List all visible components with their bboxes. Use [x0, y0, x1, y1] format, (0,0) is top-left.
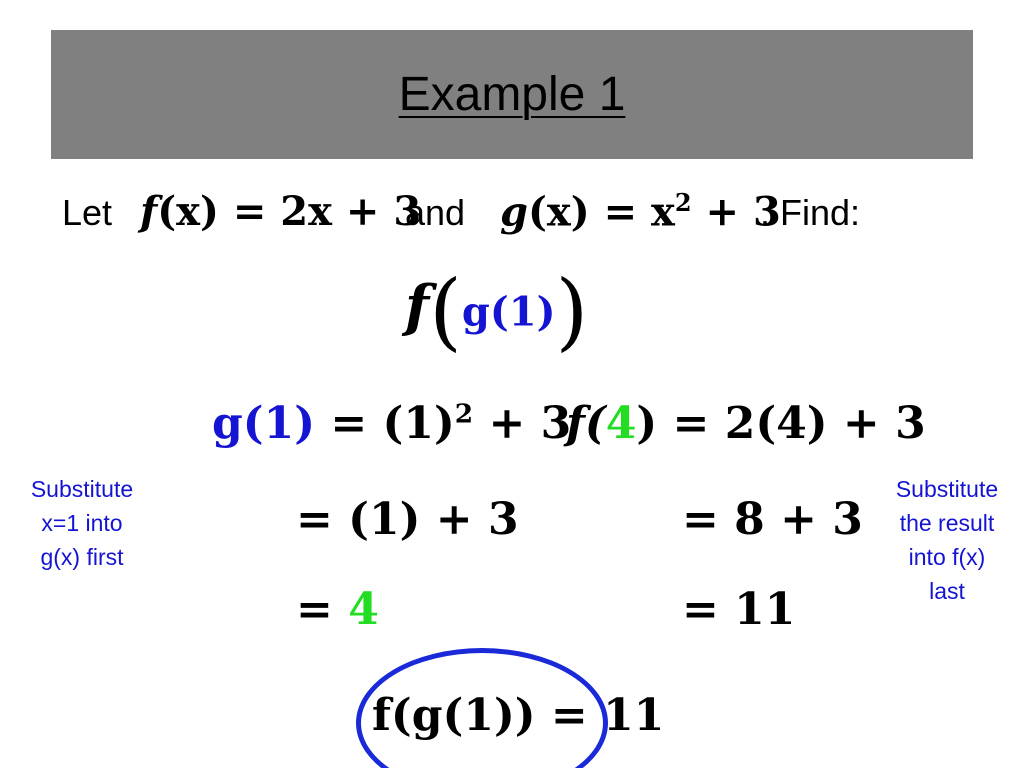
- left-step-3-eq: =: [296, 584, 333, 635]
- right-step-3: = 11: [682, 584, 796, 635]
- f-def-arg: (x): [157, 188, 219, 235]
- right-step-1-fn: f(: [566, 398, 606, 449]
- left-note-line-1: Substitute: [30, 476, 134, 502]
- g-definition: g(x) = x2 + 3: [500, 188, 781, 235]
- left-step-1: g(1) = (1)2 + 3: [212, 398, 571, 449]
- target-outer-fn: f: [405, 273, 430, 340]
- left-note-line-2: x=1 into: [41, 510, 123, 536]
- target-close-paren: ): [555, 262, 589, 360]
- g-def-tail: + 3: [691, 188, 781, 236]
- g-def-arg: (x): [527, 188, 590, 236]
- f-definition: f(x) = 2x + 3: [140, 188, 421, 235]
- right-step-2: = 8 + 3: [682, 494, 863, 545]
- target-inner-fn: g: [461, 288, 490, 336]
- g-def-exponent: 2: [674, 188, 692, 217]
- right-side-note: Substitute the result into f(x) last: [874, 472, 1020, 608]
- right-step-1-close: ): [636, 398, 658, 449]
- left-step-1-exponent: 2: [454, 398, 474, 430]
- g-def-rhs: = x: [589, 188, 675, 236]
- final-answer: f(g(1)) = 11: [372, 690, 665, 741]
- left-step-1-rhs: = (1): [315, 398, 455, 449]
- right-step-1-arg: 4: [605, 398, 637, 449]
- right-note-line-1: Substitute: [895, 476, 999, 502]
- left-side-note: Substitute x=1 into g(x) first: [10, 472, 154, 574]
- left-note-line-3: g(x) first: [40, 544, 124, 570]
- answer-highlight-ring: [356, 648, 608, 768]
- slide-title: Example 1: [398, 68, 626, 121]
- right-note-line-3: into f(x): [908, 544, 986, 570]
- left-step-1-tail: + 3: [473, 398, 572, 449]
- right-note-line-2: the result: [899, 510, 995, 536]
- target-inner-arg: (1): [489, 288, 556, 336]
- target-expression: f(g(1)): [405, 262, 588, 360]
- let-label: Let: [62, 192, 113, 233]
- right-step-1: f(4) = 2(4) + 3: [566, 398, 926, 449]
- right-step-1-rhs: = 2(4) + 3: [657, 398, 926, 449]
- left-step-1-lhs: g(1): [212, 398, 316, 449]
- left-step-2: = (1) + 3: [296, 494, 519, 545]
- title-bar: Example 1: [51, 30, 973, 159]
- and-label: and: [405, 192, 466, 233]
- g-def-name: g: [500, 188, 528, 236]
- find-label: . Find:: [760, 192, 861, 233]
- f-def-rhs: = 2x + 3: [218, 188, 422, 235]
- left-step-3: = 4: [296, 584, 379, 635]
- f-def-name: f: [140, 188, 158, 235]
- left-step-3-value: 4: [348, 584, 379, 635]
- right-note-line-4: last: [929, 578, 965, 604]
- target-open-paren: (: [429, 262, 462, 360]
